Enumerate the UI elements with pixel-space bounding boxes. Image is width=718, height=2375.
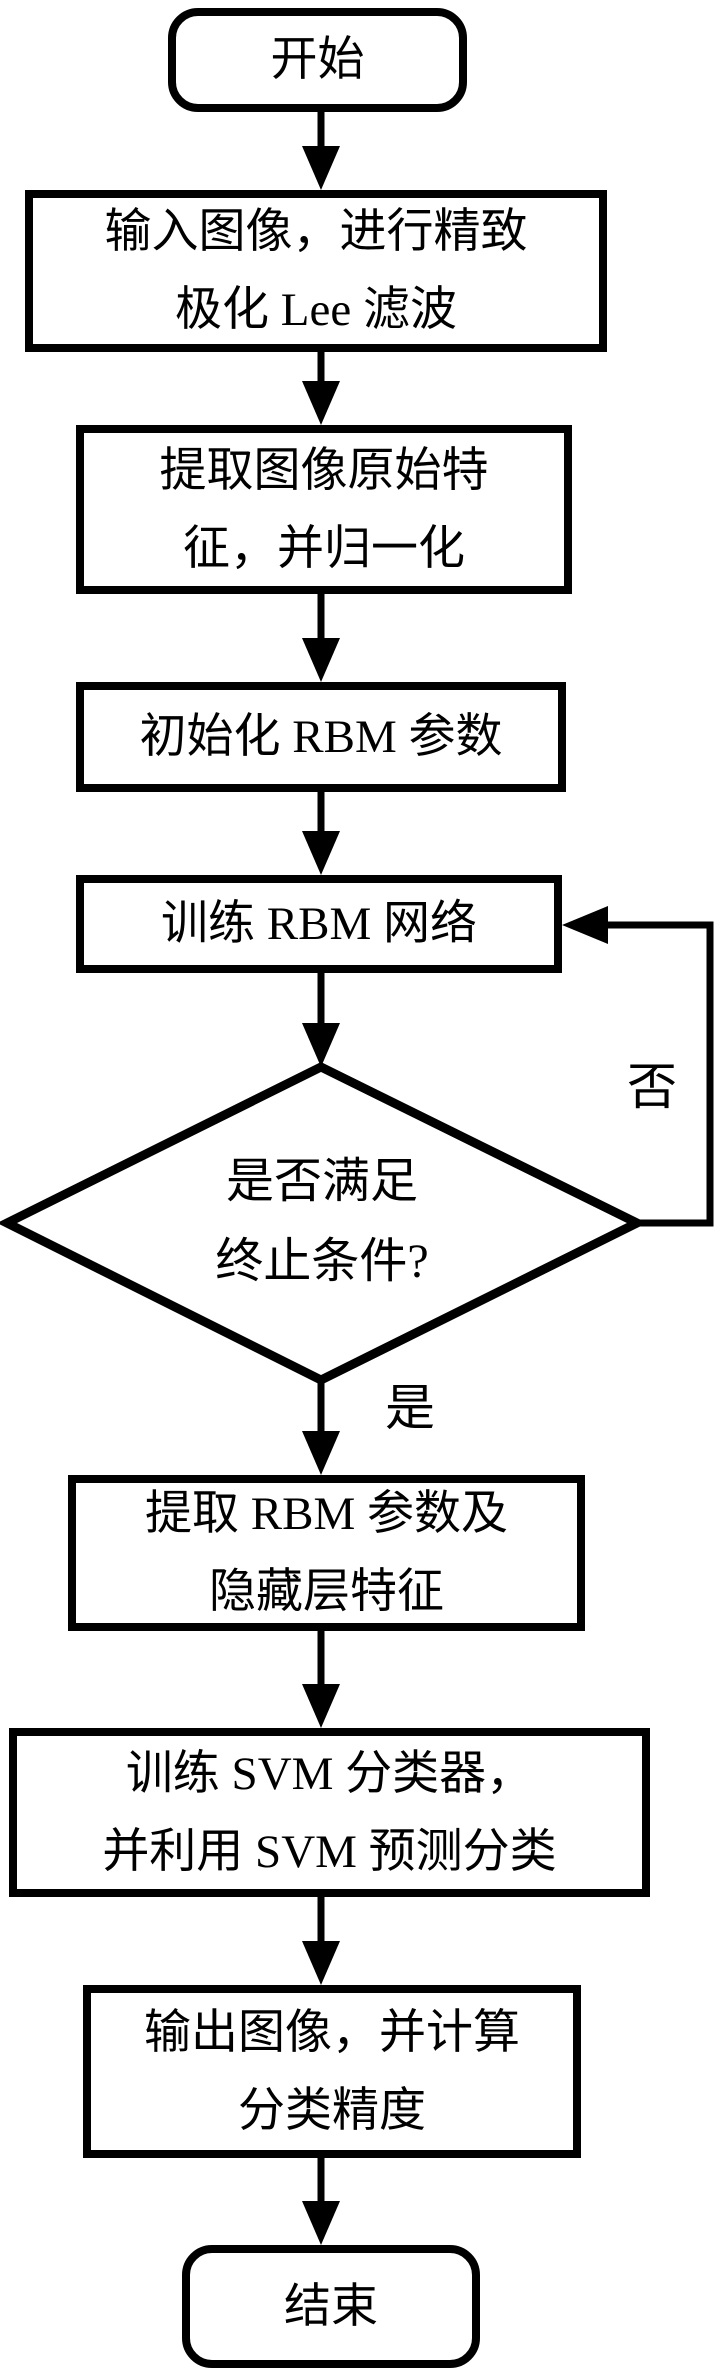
output-image-line1: 输出图像，并计算	[144, 2006, 520, 2059]
yes-label: 是	[385, 1380, 435, 1436]
no-branch-connector	[562, 906, 714, 1227]
input-image-node: 输入图像，进行精致 极化 Lee 滤波	[25, 190, 607, 352]
extract-features-node: 提取图像原始特 征，并归一化	[76, 425, 572, 594]
init-rbm-node: 初始化 RBM 参数	[76, 682, 566, 792]
output-image-node: 输出图像，并计算 分类精度	[83, 1985, 581, 2158]
extract-features-line1: 提取图像原始特	[159, 444, 489, 497]
arrow-decision-to-extract-rbm	[302, 1380, 340, 1475]
train-svm-line2: 并利用 SVM 预测分类	[102, 1825, 557, 1878]
train-svm-node: 训练 SVM 分类器， 并利用 SVM 预测分类	[9, 1728, 650, 1897]
train-rbm-label: 训练 RBM 网络	[161, 898, 477, 950]
arrow-train-svm-to-output	[302, 1897, 340, 1985]
end-label: 结束	[284, 2280, 378, 2333]
output-image-line2: 分类精度	[238, 2084, 426, 2137]
input-image-line1: 输入图像，进行精致	[104, 206, 528, 258]
end-node: 结束	[182, 2245, 480, 2368]
arrow-init-rbm-to-train-rbm	[302, 792, 340, 875]
decision-node: 是否满足 终止条件?	[92, 1142, 552, 1302]
train-svm-line1: 训练 SVM 分类器，	[125, 1747, 534, 1800]
start-node: 开始	[168, 8, 467, 112]
no-label: 否	[627, 1059, 677, 1115]
extract-features-line2: 征，并归一化	[183, 522, 465, 575]
extract-rbm-line2: 隐藏层特征	[209, 1566, 444, 1618]
input-image-line2: 极化 Lee 滤波	[175, 284, 457, 336]
arrow-start-to-input	[302, 112, 340, 190]
arrow-input-to-extract-features	[302, 352, 340, 425]
arrow-extract-features-to-init-rbm	[302, 594, 340, 682]
train-rbm-node: 训练 RBM 网络	[76, 875, 562, 973]
init-rbm-label: 初始化 RBM 参数	[139, 711, 503, 763]
decision-line2: 终止条件?	[215, 1235, 429, 1288]
decision-line1: 是否满足	[225, 1155, 418, 1208]
arrow-extract-rbm-to-train-svm	[302, 1631, 340, 1728]
arrow-train-rbm-to-decision	[302, 973, 340, 1067]
arrow-output-to-end	[302, 2158, 340, 2245]
start-label: 开始	[270, 34, 365, 86]
extract-rbm-line1: 提取 RBM 参数及	[145, 1488, 508, 1540]
extract-rbm-node: 提取 RBM 参数及 隐藏层特征	[68, 1475, 585, 1631]
